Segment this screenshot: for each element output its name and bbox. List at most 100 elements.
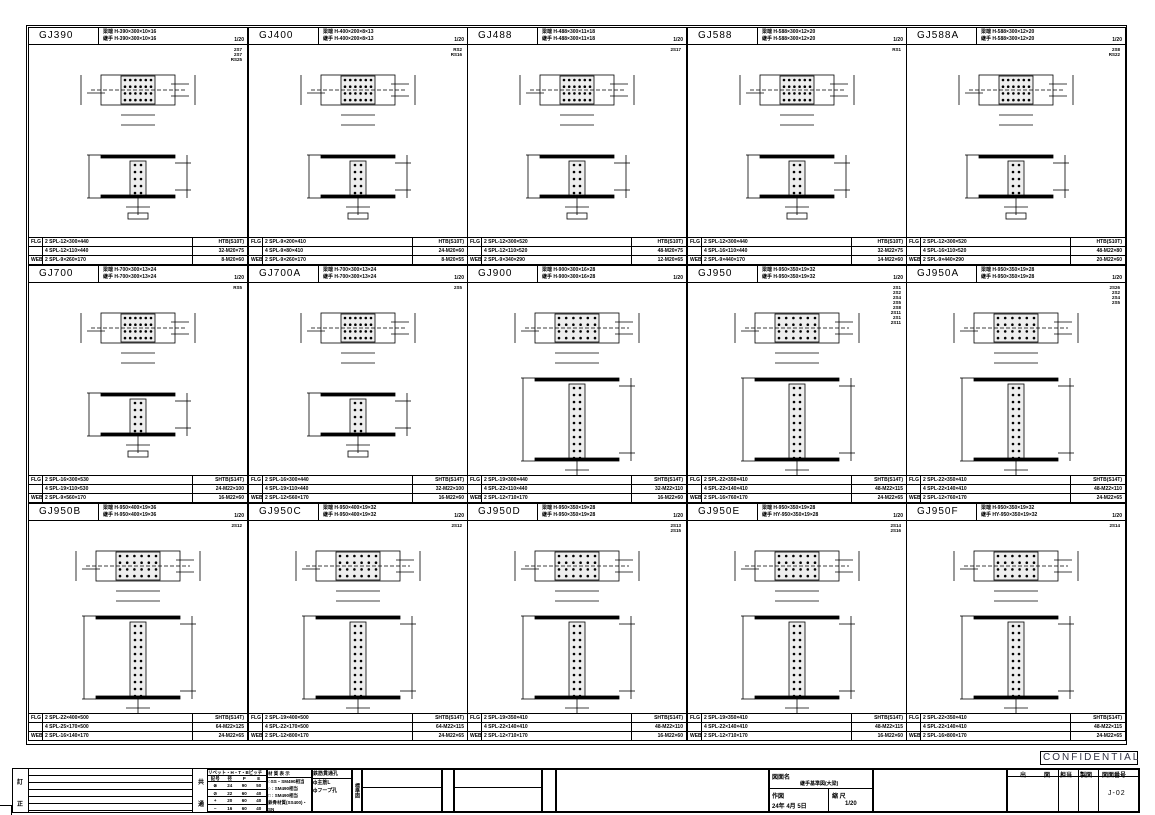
spec-part: FLG bbox=[470, 715, 480, 721]
material-title: 材 質 表 示 bbox=[268, 770, 311, 778]
spec-plate: 2 SPL-12×560×170 bbox=[265, 495, 309, 501]
revision-label-top: 訂 bbox=[17, 780, 24, 786]
hole-title: 鉄筋貫通孔 bbox=[313, 770, 351, 779]
beam-mark: 2S16 bbox=[890, 528, 901, 533]
bolt-table-cell: 40 bbox=[256, 805, 262, 811]
spec-row: WEB 2 SPL-9×440×290 20-M22×60 bbox=[907, 256, 1125, 265]
flange-key: 梁端 bbox=[103, 29, 114, 35]
beam-mark: 2S17 bbox=[670, 47, 681, 52]
spec-plate: 4 SPL-12×110×520 bbox=[484, 248, 528, 254]
spec-part: FLG bbox=[251, 477, 261, 483]
beam-mark: RS22 bbox=[1108, 52, 1120, 57]
joint-id: GJ400 bbox=[249, 28, 319, 44]
web-section: H-950×350×19×28 bbox=[992, 274, 1035, 280]
joint-detail-drawing bbox=[734, 312, 860, 483]
beam-mark: 2S5 bbox=[453, 285, 462, 290]
joint-id: GJ700 bbox=[29, 266, 99, 282]
spec-plate: 2 SPL-12×710×170 bbox=[484, 733, 528, 739]
spec-bolt: 48-M22×115 bbox=[1094, 724, 1122, 730]
spec-row: 4 SPL-22×140×410 48-M22×110 bbox=[907, 485, 1125, 494]
spec-bolt: HTB(S10T) bbox=[657, 239, 683, 245]
confidential-stamp: CONFIDENTIAL bbox=[1040, 751, 1138, 765]
spec-plate: 2 SPL-22×350×410 bbox=[923, 477, 967, 483]
spec-bolt: SHTB(S14T) bbox=[435, 715, 464, 721]
flange-section: H-950×400×19×32 bbox=[334, 505, 377, 511]
spec-row: 4 SPL-22×140×410 48-M22×115 bbox=[907, 723, 1125, 732]
web-section: H-950×350×19×32 bbox=[773, 274, 816, 280]
spec-plate: 4 SPL-16×110×520 bbox=[923, 248, 967, 254]
spec-part: WEB bbox=[31, 495, 43, 501]
web-elevation-view bbox=[965, 154, 1069, 220]
material-item: ○ : SM490相当 bbox=[268, 786, 298, 791]
beam-mark: 2S1 bbox=[892, 285, 901, 290]
panel-scale: 1/20 bbox=[893, 37, 903, 43]
spec-bolt: 48-M22×115 bbox=[875, 486, 903, 492]
splice-plate-table: FLG 2 SPL-19×300×440 SHTB(S14T) 4 SPL-22… bbox=[468, 475, 686, 502]
spec-row: FLG 2 SPL-16×300×440 SHTB(S14T) bbox=[249, 476, 467, 485]
spec-bolt: SHTB(S14T) bbox=[435, 477, 464, 483]
spec-row: FLG 2 SPL-16×300×530 SHTB(S14T) bbox=[29, 476, 247, 485]
web-section: H-488×300×11×18 bbox=[553, 36, 595, 42]
spec-bolt: 16-M22×60 bbox=[438, 495, 464, 501]
spec-part: WEB bbox=[470, 257, 482, 263]
scale-label: 縮 尺 bbox=[832, 794, 846, 800]
drawing-name-label: 図面名 bbox=[772, 775, 791, 781]
beam-mark: 2S12 bbox=[231, 523, 242, 528]
spec-row: 4 SPL-22×170×500 64-M22×115 bbox=[249, 723, 467, 732]
splice-plate-table: FLG 2 SPL-22×350×410 SHTB(S14T) 4 SPL-22… bbox=[907, 713, 1125, 740]
spec-bolt: SHTB(S14T) bbox=[215, 715, 244, 721]
flange-section: H-488×300×11×18 bbox=[553, 29, 595, 35]
spec-row: 4 SPL-25×170×500 64-M22×125 bbox=[29, 723, 247, 732]
spec-part: WEB bbox=[690, 733, 702, 739]
spec-row: FLG 2 SPL-22×400×500 SHTB(S14T) bbox=[29, 714, 247, 723]
splice-plate-table: FLG 2 SPL-12×300×440 HTB(S10T) 4 SPL-16×… bbox=[688, 237, 906, 264]
spec-plate: 2 SPL-9×340×290 bbox=[484, 257, 525, 263]
spec-row: FLG 2 SPL-9×200×410 HTB(S10T) bbox=[249, 238, 467, 247]
flange-key: 梁端 bbox=[103, 505, 114, 511]
spec-bolt: 24-M22×65 bbox=[1096, 733, 1122, 739]
spec-plate: 2 SPL-16×760×170 bbox=[704, 495, 748, 501]
header-drawing: 図 bbox=[1044, 773, 1051, 779]
web-section: H-390×300×10×16 bbox=[114, 36, 157, 42]
beam-marks: RS5 bbox=[233, 285, 242, 290]
spec-part: FLG bbox=[470, 239, 480, 245]
beam-mark: RS5 bbox=[233, 285, 242, 290]
material-item: 鉄骨材質(SS400)・SN bbox=[268, 800, 308, 812]
flange-section: H-400×200×8×13 bbox=[334, 29, 374, 35]
spec-plate: 2 SPL-9×440×170 bbox=[704, 257, 745, 263]
spec-row: WEB 2 SPL-12×560×170 16-M22×60 bbox=[249, 494, 467, 503]
bolt-table-cell: 24 bbox=[227, 783, 233, 788]
web-key: 継手 bbox=[762, 512, 773, 518]
joint-detail-drawing bbox=[514, 550, 640, 721]
web-section: H-400×200×8×13 bbox=[334, 36, 374, 42]
spec-plate: 4 SPL-12×110×440 bbox=[45, 248, 89, 254]
spec-bolt: HTB(S10T) bbox=[877, 239, 903, 245]
spec-part: FLG bbox=[251, 715, 261, 721]
beam-marks: 2S14 bbox=[1109, 523, 1120, 528]
spec-part: WEB bbox=[31, 257, 43, 263]
spec-part: FLG bbox=[909, 477, 919, 483]
spec-bolt: 48-M22×110 bbox=[655, 724, 683, 730]
joint-detail-drawing bbox=[80, 312, 196, 458]
spec-plate: 4 SPL-22×140×410 bbox=[923, 724, 967, 730]
web-key: 継手 bbox=[542, 512, 553, 518]
web-section: H-950×350×19×28 bbox=[553, 512, 596, 518]
bolt-table-cell: 60 bbox=[241, 790, 247, 796]
spec-row: 4 SPL-22×110×440 32-M22×110 bbox=[468, 485, 686, 494]
spec-row: WEB 2 SPL-9×340×290 12-M20×65 bbox=[468, 256, 686, 265]
flange-plan-view bbox=[739, 74, 855, 126]
flange-section: H-950×350×19×28 bbox=[553, 505, 596, 511]
spec-part: FLG bbox=[909, 715, 919, 721]
beam-marks: 2S17 bbox=[670, 47, 681, 52]
flange-key: 梁端 bbox=[981, 29, 992, 35]
spec-bolt: SHTB(S14T) bbox=[874, 715, 903, 721]
